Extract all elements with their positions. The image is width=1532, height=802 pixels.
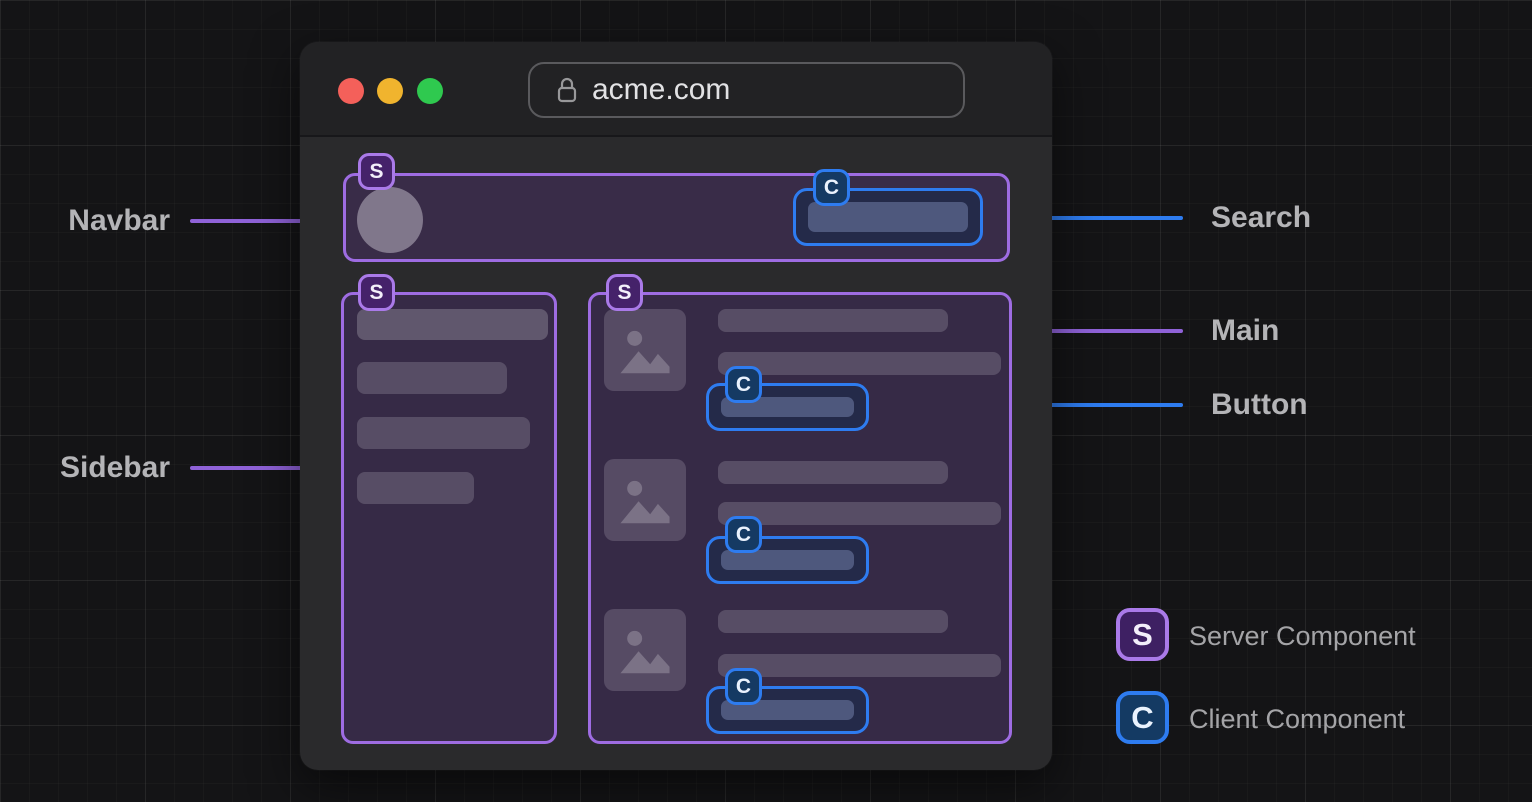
- text-skeleton-bar: [718, 352, 1001, 375]
- avatar: [357, 187, 423, 253]
- legend-client-label: Client Component: [1189, 704, 1406, 734]
- button-label-skeleton: [721, 700, 854, 720]
- server-badge: S: [358, 153, 395, 190]
- text-skeleton-bar: [718, 654, 1001, 677]
- sidebar-annotation-label: Sidebar: [59, 451, 170, 484]
- url-bar[interactable]: acme.com: [528, 62, 965, 118]
- navbar-connector-line: [190, 219, 322, 223]
- main-component: C C C: [588, 292, 1012, 744]
- button-component[interactable]: [706, 383, 869, 431]
- client-badge: C: [725, 366, 762, 403]
- search-annotation-label: Search: [1211, 201, 1312, 234]
- close-icon[interactable]: [338, 78, 364, 104]
- button-component[interactable]: [706, 536, 869, 584]
- sidebar-skeleton-bar: [357, 309, 548, 340]
- image-placeholder-icon: [604, 309, 686, 391]
- sidebar-connector-line: [190, 466, 325, 470]
- title-skeleton-bar: [718, 461, 948, 484]
- image-placeholder-icon: [604, 459, 686, 541]
- sidebar-skeleton-bar: [357, 417, 530, 449]
- title-skeleton-bar: [718, 309, 948, 332]
- client-badge: C: [725, 516, 762, 553]
- maximize-icon[interactable]: [417, 78, 443, 104]
- server-badge: S: [358, 274, 395, 311]
- button-label-skeleton: [721, 550, 854, 570]
- sidebar-component: [341, 292, 557, 744]
- client-badge: C: [813, 169, 850, 206]
- browser-window: acme.com S C S: [300, 42, 1052, 770]
- sidebar-skeleton-bar: [357, 362, 507, 394]
- text-skeleton-bar: [718, 502, 1001, 525]
- main-connector-line: [1032, 329, 1183, 333]
- button-annotation-label: Button: [1211, 388, 1308, 421]
- main-annotation-label: Main: [1211, 314, 1280, 347]
- legend-server-label: Server Component: [1189, 621, 1416, 651]
- title-skeleton-bar: [718, 610, 948, 633]
- browser-titlebar: acme.com: [300, 42, 1052, 137]
- legend-client-badge: C: [1116, 691, 1169, 744]
- legend-server-badge: S: [1116, 608, 1169, 661]
- search-connector-line: [998, 216, 1183, 220]
- minimize-icon[interactable]: [377, 78, 403, 104]
- client-badge: C: [725, 668, 762, 705]
- search-input-skeleton: [808, 202, 968, 232]
- url-text: acme.com: [592, 73, 731, 106]
- navbar-annotation-label: Navbar: [68, 204, 170, 237]
- server-badge: S: [606, 274, 643, 311]
- image-placeholder-icon: [604, 609, 686, 691]
- sidebar-skeleton-bar: [357, 472, 474, 504]
- lock-icon: [557, 77, 577, 103]
